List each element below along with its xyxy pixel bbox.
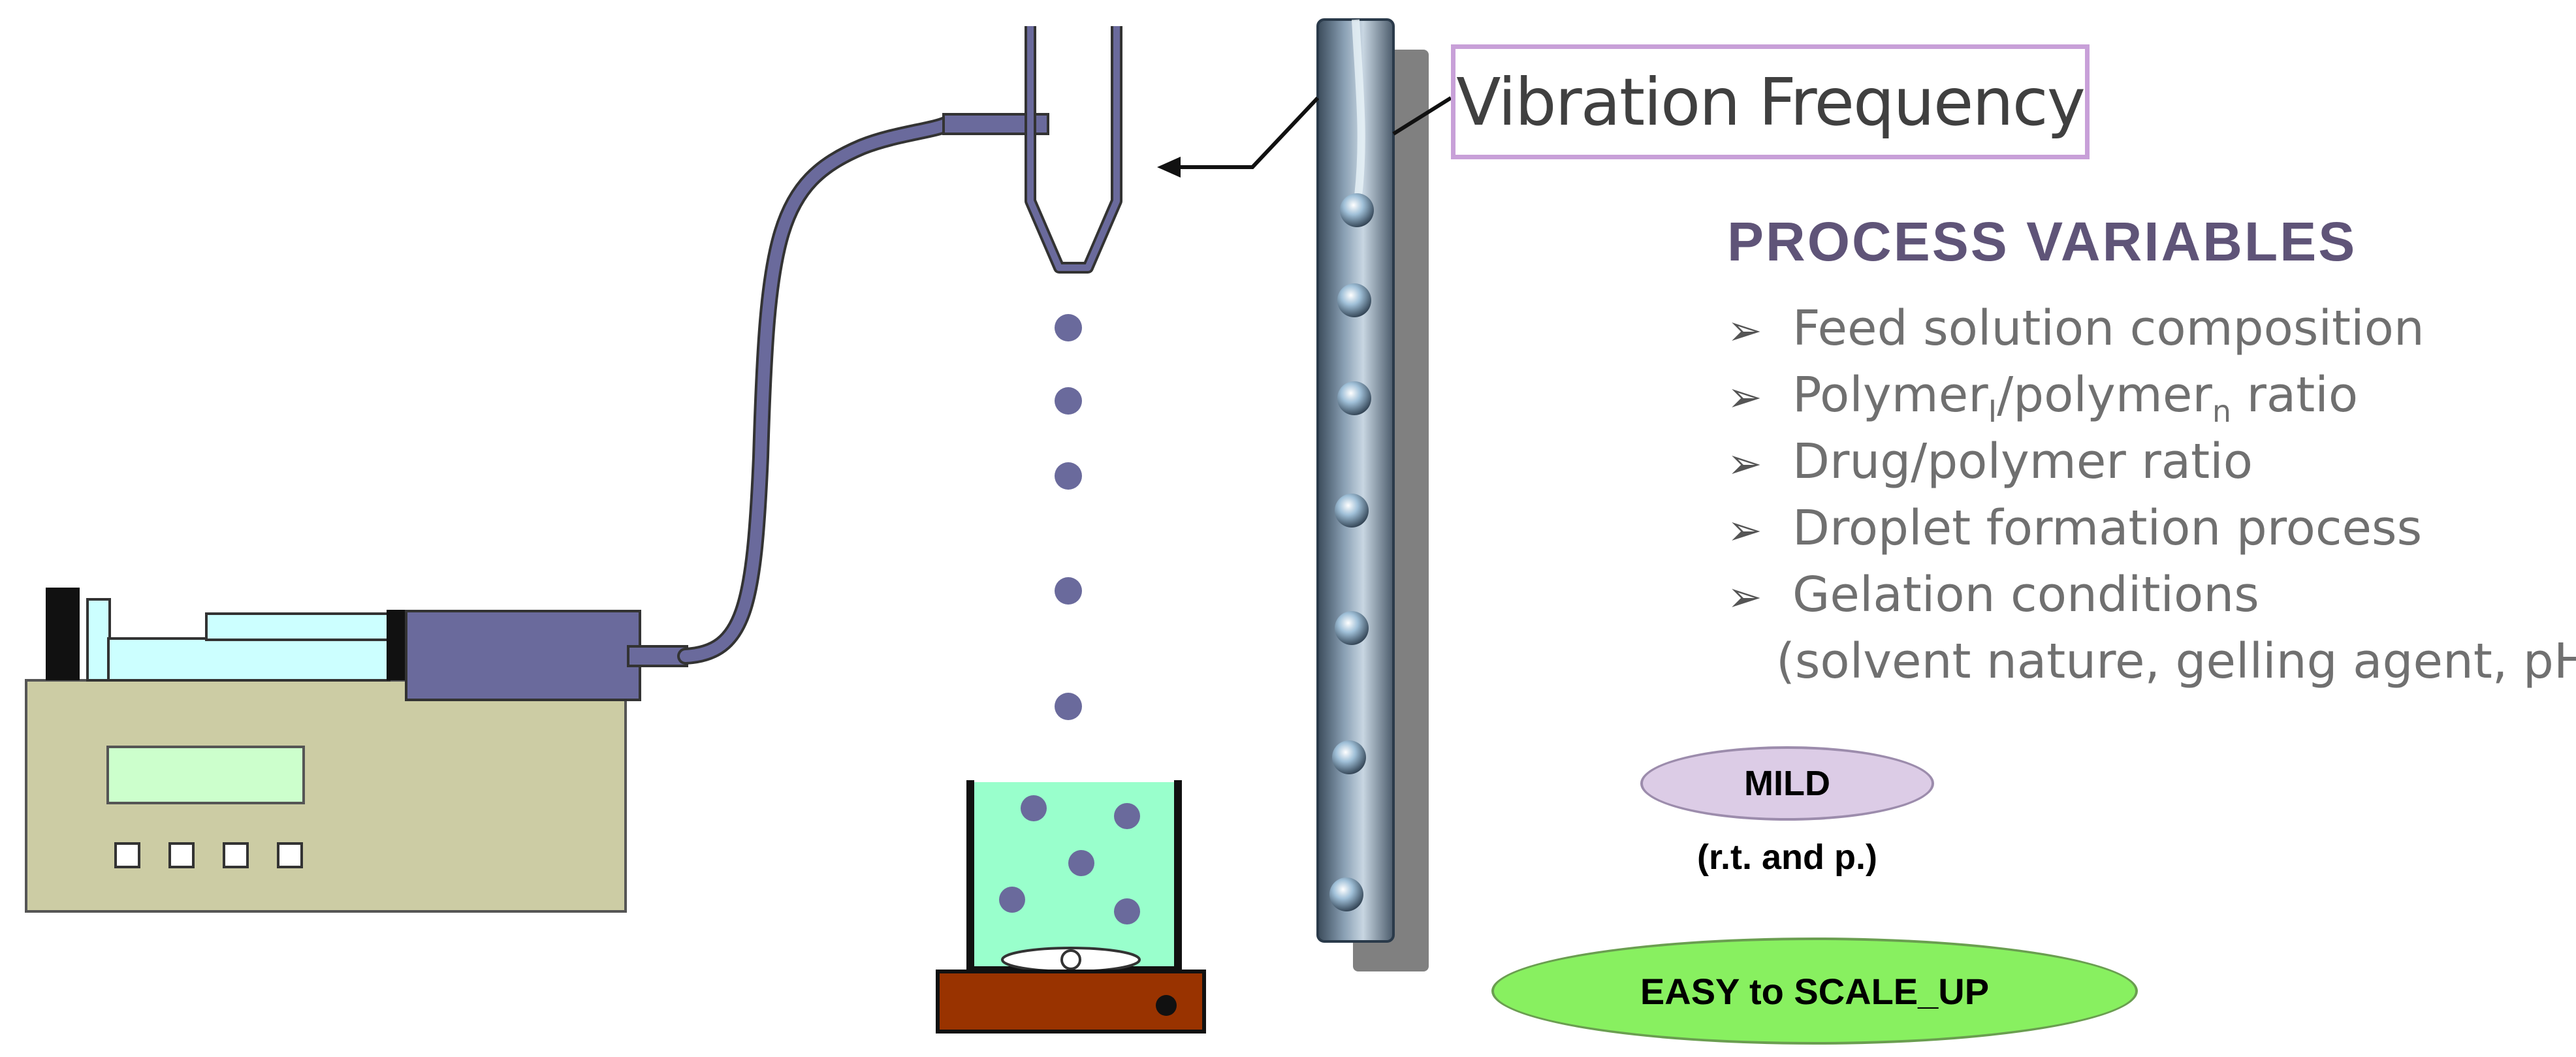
list-item-detail: (solvent nature, gelling agent, pH, T) bbox=[1776, 633, 2576, 689]
droplet bbox=[1055, 314, 1082, 341]
list-item: ➢ Gelation conditions bbox=[1727, 561, 2576, 628]
list-item-text: Feed solution composition bbox=[1792, 300, 2425, 356]
process-variables-list: ➢ Feed solution composition ➢ PolymerI/pol… bbox=[1727, 295, 2576, 695]
process-variables-title: PROCESS VARIABLES bbox=[1727, 211, 2357, 272]
syringe-plunger-end bbox=[86, 598, 111, 682]
photo-droplet bbox=[1337, 283, 1371, 317]
list-item-text: Polymer bbox=[1792, 367, 1988, 423]
list-item: ➢ Drug/polymer ratio bbox=[1727, 428, 2576, 495]
subscript: I bbox=[1988, 393, 1997, 429]
list-item: ➢ PolymerI/polymern ratio bbox=[1727, 362, 2576, 429]
mild-badge: MILD bbox=[1640, 746, 1934, 821]
photo-droplet bbox=[1335, 494, 1369, 528]
arrow-bullet-icon: ➢ bbox=[1727, 507, 1762, 555]
vibrating-nozzle bbox=[1025, 26, 1122, 274]
photo-droplet bbox=[1337, 381, 1371, 415]
arrow-bullet-icon: ➢ bbox=[1727, 307, 1762, 355]
pump-button[interactable] bbox=[114, 842, 140, 868]
list-item-text: ratio bbox=[2231, 367, 2359, 423]
subscript: n bbox=[2212, 393, 2231, 429]
bead bbox=[1068, 850, 1094, 876]
bead bbox=[1021, 795, 1047, 821]
nozzle-photo bbox=[1316, 18, 1429, 971]
bath-liquid bbox=[970, 782, 1178, 970]
photo-droplet bbox=[1329, 877, 1363, 911]
callout-connector bbox=[1157, 96, 1452, 178]
stirrer-knob[interactable] bbox=[1156, 995, 1177, 1016]
pump-syringe-holder bbox=[405, 610, 641, 701]
photo-droplet bbox=[1340, 193, 1374, 227]
bead bbox=[999, 887, 1025, 913]
list-item-text: /polymer bbox=[1997, 367, 2212, 423]
photo-droplet bbox=[1335, 611, 1369, 645]
pump-button[interactable] bbox=[223, 842, 249, 868]
pump-button[interactable] bbox=[277, 842, 303, 868]
pump-clamp bbox=[46, 588, 80, 680]
arrow-bullet-icon: ➢ bbox=[1727, 573, 1762, 622]
syringe-plunger bbox=[107, 637, 390, 682]
list-item: ➢ Droplet formation process bbox=[1727, 495, 2576, 561]
droplet bbox=[1055, 462, 1082, 490]
pump-display bbox=[106, 746, 305, 804]
scale-up-badge: EASY to SCALE_UP bbox=[1491, 938, 2138, 1045]
photo-droplet bbox=[1332, 740, 1366, 774]
list-item: ➢ Feed solution composition bbox=[1727, 295, 2576, 362]
pump-button[interactable] bbox=[168, 842, 195, 868]
droplet bbox=[1055, 387, 1082, 415]
gelling-bath bbox=[936, 780, 1206, 1033]
arrow-head-icon bbox=[1157, 157, 1181, 178]
bead bbox=[1114, 898, 1140, 924]
tubing bbox=[677, 113, 1049, 665]
syringe-barrel bbox=[205, 612, 390, 641]
syringe-flange bbox=[387, 610, 406, 680]
syringe-pump bbox=[25, 588, 688, 913]
vibration-frequency-label: Vibration Frequency bbox=[1451, 44, 2090, 159]
falling-droplets bbox=[1055, 314, 1082, 720]
bead bbox=[1114, 803, 1140, 829]
list-item-text: Gelation conditions bbox=[1792, 567, 2259, 623]
list-item-text: Droplet formation process bbox=[1792, 500, 2423, 556]
arrow-bullet-icon: ➢ bbox=[1727, 373, 1762, 422]
droplet bbox=[1055, 577, 1082, 605]
arrow-bullet-icon: ➢ bbox=[1727, 440, 1762, 488]
droplet bbox=[1055, 693, 1082, 720]
mild-conditions-text: (r.t. and p.) bbox=[1697, 838, 1877, 877]
list-item-text: Drug/polymer ratio bbox=[1792, 434, 2253, 490]
